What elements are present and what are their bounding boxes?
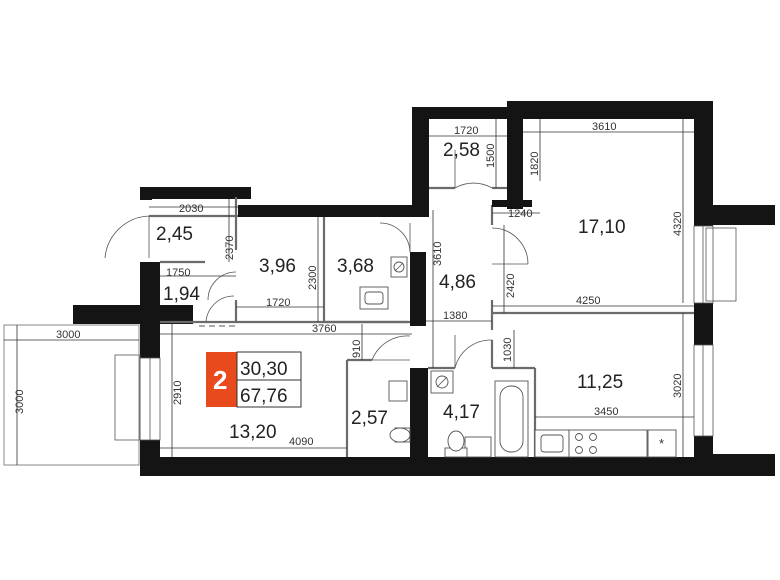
window-icon <box>114 225 737 441</box>
room-area-bathroom: 4,17 <box>443 402 480 423</box>
dimension-label: 3760 <box>312 323 336 335</box>
room-area-labels: 2,58 17,10 2,45 3,96 3,68 4,86 1,94 13,2… <box>156 140 626 443</box>
dimension-label: 1030 <box>502 338 514 362</box>
bathtub-icon <box>494 380 529 458</box>
dimension-label: 4320 <box>672 212 684 236</box>
dimension-label: 1750 <box>166 267 190 279</box>
room-area-hall: 4,86 <box>439 272 476 293</box>
interior-walls <box>149 119 694 458</box>
living-area-value: 30,30 <box>240 359 288 380</box>
rooms-count-badge <box>206 352 237 407</box>
dimension-label: 910 <box>351 340 363 358</box>
dimension-label: 1820 <box>529 152 541 176</box>
balcony <box>3 324 140 466</box>
dimension-label: 4090 <box>289 436 313 448</box>
room-area-kitchen: 11,25 <box>577 372 623 393</box>
dimension-label: 3610 <box>592 121 616 133</box>
dimension-label: 1720 <box>454 125 478 137</box>
total-area-value: 67,76 <box>240 386 288 407</box>
room-area-loggia-upper: 2,58 <box>443 140 480 161</box>
dimension-label: 2420 <box>505 274 517 298</box>
room-area-corridor-left: 1,94 <box>163 284 200 305</box>
dimension-label: 2030 <box>179 203 203 215</box>
dimension-label: 2300 <box>307 266 319 290</box>
room-area-storage-left: 2,45 <box>156 224 193 245</box>
room-area-bedroom: 17,10 <box>578 217 626 238</box>
dimension-label: 3610 <box>432 242 444 266</box>
sink-icon <box>359 256 570 458</box>
apartment-summary-badge: 2 30,30 67,76 <box>206 351 302 408</box>
dimension-label: 1240 <box>508 208 532 220</box>
dimension-label: 1720 <box>266 297 290 309</box>
dimension-label: 3000 <box>56 329 80 341</box>
room-area-living-room: 13,20 <box>229 422 277 443</box>
dimension-labels: 1720 3610 1500 1820 4320 1240 2030 2370 … <box>14 121 684 448</box>
dimension-label: 1500 <box>485 144 497 168</box>
dimension-label: 3020 <box>672 374 684 398</box>
dimension-label: 3450 <box>594 406 618 418</box>
dimension-lines <box>4 119 694 465</box>
rooms-count: 2 <box>213 365 227 395</box>
dimension-label: 2370 <box>224 236 236 260</box>
room-area-wardrobe: 3,96 <box>259 256 296 277</box>
toilet-icon <box>389 370 468 458</box>
dimension-label: 2910 <box>172 381 184 405</box>
stove-icon: * <box>568 429 677 458</box>
room-area-toilet: 2,57 <box>351 408 388 429</box>
door-swing-icon <box>104 150 529 369</box>
dimension-label: 3000 <box>14 390 26 414</box>
room-area-bathroom-upper: 3,68 <box>337 256 374 277</box>
dimension-label: 1380 <box>443 310 467 322</box>
svg-text:*: * <box>659 436 664 451</box>
dimension-label: 4250 <box>576 295 600 307</box>
